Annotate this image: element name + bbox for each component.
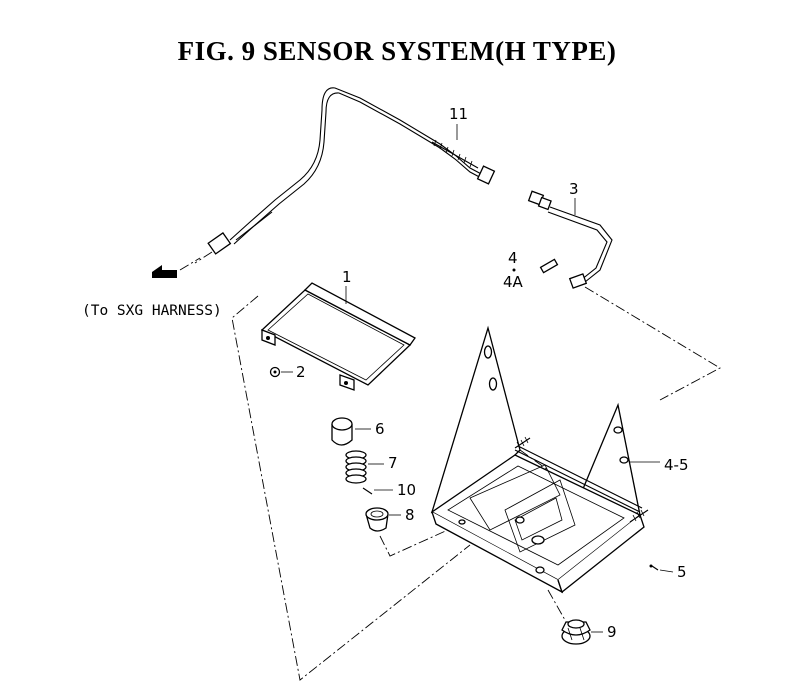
callout-11: 11 <box>449 105 468 123</box>
callout-5: 5 <box>677 563 687 581</box>
callout-3: 3 <box>569 180 579 198</box>
pin-4 <box>512 258 559 274</box>
arrow-icon <box>152 257 201 278</box>
sensor-frame <box>430 325 649 621</box>
callout-4-5: 4-5 <box>664 456 689 474</box>
callout-7: 7 <box>388 454 398 472</box>
nut-2 <box>269 366 281 378</box>
callout-4a: 4A <box>503 273 524 291</box>
wire-harness-11 <box>194 87 496 264</box>
sensor-cable-3 <box>527 190 613 289</box>
pin-10 <box>362 487 373 495</box>
cover-plate-1 <box>260 282 416 391</box>
callout-4: 4 <box>508 249 518 267</box>
callout-9: 9 <box>607 623 617 641</box>
spring-7 <box>345 450 367 484</box>
callout-2: 2 <box>296 363 306 381</box>
cup-8 <box>365 507 389 532</box>
knob-nut-9 <box>561 619 591 645</box>
cap-6 <box>331 417 353 446</box>
callout-10: 10 <box>397 481 416 499</box>
callout-6: 6 <box>375 420 385 438</box>
callout-1: 1 <box>342 268 352 286</box>
screw-5 <box>649 564 659 571</box>
harness-note: (To SXG HARNESS) <box>82 303 222 319</box>
callout-8: 8 <box>405 506 415 524</box>
figure-title: FIG. 9 SENSOR SYSTEM(H TYPE) <box>177 36 617 66</box>
